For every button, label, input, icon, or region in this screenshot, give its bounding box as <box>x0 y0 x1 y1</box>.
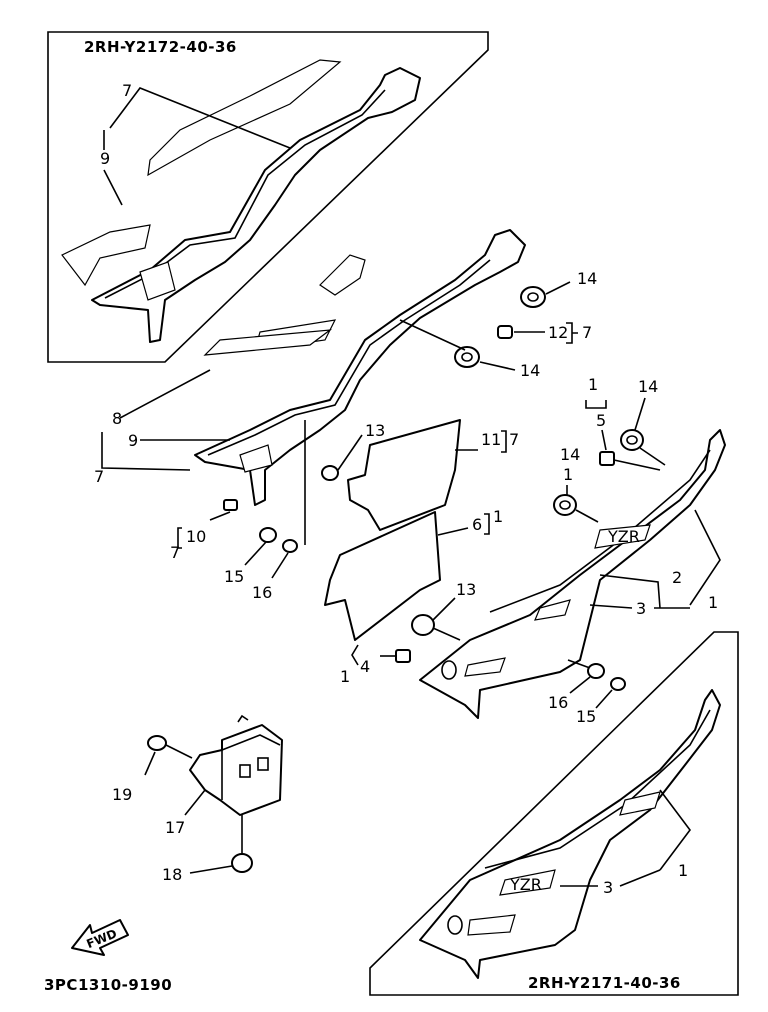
callout-10: 10 <box>186 527 206 546</box>
decal-yzr <box>594 524 651 549</box>
callout-5: 5 <box>596 411 606 430</box>
callout-16b: 16 <box>548 693 568 712</box>
callout-1-top: 1 <box>588 375 598 394</box>
callout-14c: 14 <box>638 377 658 396</box>
callout-7-top: 7 <box>122 81 132 100</box>
callout-1-right: 1 <box>708 593 718 612</box>
callout-11-ref: 7 <box>509 430 519 449</box>
callout-14a: 14 <box>577 269 597 288</box>
seat-frame: 8 9 7 <box>94 229 526 506</box>
callout-9-top: 9 <box>100 149 110 168</box>
callout-10-ref: 7 <box>170 543 180 562</box>
callout-6: 6 <box>472 515 482 534</box>
callout-7-mid: 7 <box>94 467 104 486</box>
callout-14d: 14 <box>560 445 580 464</box>
callout-6-ref: 1 <box>493 507 503 526</box>
bottom-inset: YZR 1 3 2RH-Y2171-40-36 <box>369 631 739 996</box>
decal-text: YZR <box>607 527 640 546</box>
callout-13b: 13 <box>456 580 476 599</box>
side-cover: YZR 2 1 3 <box>419 429 726 719</box>
callout-4: 4 <box>360 657 370 676</box>
callout-12-ref: 7 <box>582 323 592 342</box>
side-cover-dampers: 1 5 14 14 1 <box>553 375 666 523</box>
callout-1-bottom: 1 <box>678 861 688 880</box>
callout-16a: 16 <box>252 583 272 602</box>
callout-14b: 14 <box>520 361 540 380</box>
callout-13a: 13 <box>365 421 385 440</box>
decal-text-bottom: YZR <box>509 875 542 894</box>
callout-3-bottom: 3 <box>603 878 613 897</box>
callout-15a: 15 <box>224 567 244 586</box>
callout-2: 2 <box>672 568 682 587</box>
callout-9-mid: 9 <box>128 431 138 450</box>
callout-19: 19 <box>112 785 132 804</box>
inner-covers: 13 11 7 6 1 <box>321 419 519 641</box>
top-inset-code: 2RH-Y2172-40-36 <box>84 38 237 56</box>
callout-18: 18 <box>162 865 182 884</box>
callout-4-ref: 1 <box>340 667 350 686</box>
small-parts-lower: 13 4 1 16 15 <box>340 580 626 726</box>
top-inset: 2RH-Y2172-40-36 7 9 <box>47 31 489 363</box>
fwd-arrow: FWD <box>71 919 129 956</box>
callout-8: 8 <box>112 409 122 428</box>
small-parts-left: 10 7 15 16 <box>170 420 306 602</box>
catalog-code: 3PC1310-9190 <box>44 976 172 994</box>
dampers: 14 12 7 14 <box>399 269 597 380</box>
bottom-inset-code: 2RH-Y2171-40-36 <box>528 974 681 992</box>
callout-17: 17 <box>165 818 185 837</box>
callout-11: 11 <box>481 430 501 449</box>
callout-15b: 15 <box>576 707 596 726</box>
callout-12: 12 <box>548 323 568 342</box>
callout-3: 3 <box>636 599 646 618</box>
callout-1-mid: 1 <box>563 465 573 484</box>
electrical-unit: 19 17 18 <box>112 714 283 884</box>
